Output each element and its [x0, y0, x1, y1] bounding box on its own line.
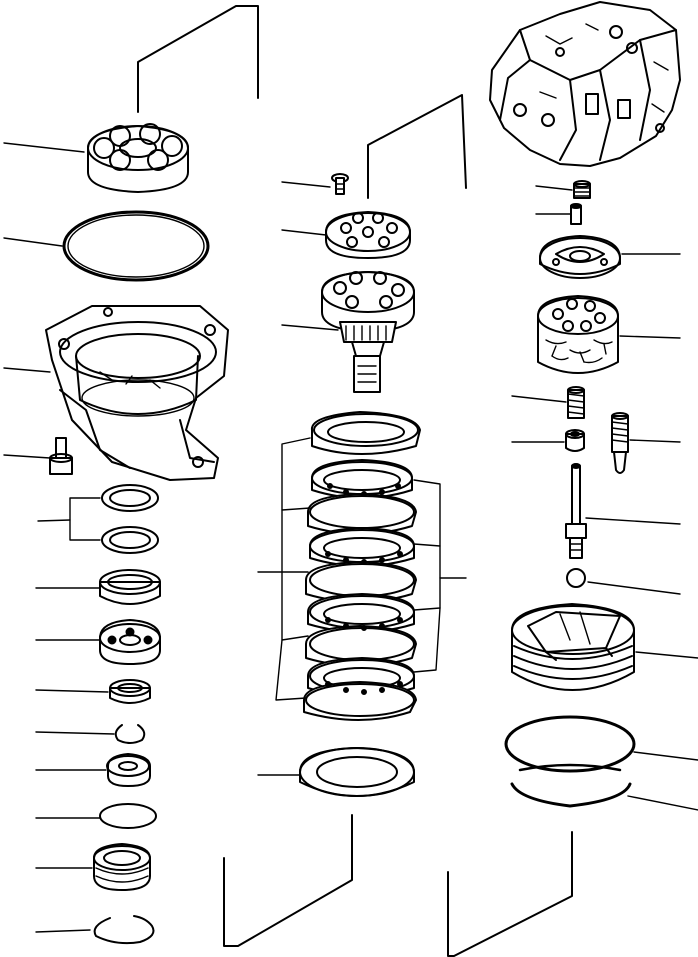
assembly-bracket-bottom-middle [223, 814, 353, 947]
leader-line [3, 454, 51, 459]
leader-line [3, 367, 51, 373]
leader-line [585, 517, 681, 525]
right-column [447, 1, 698, 957]
retainer-plate-part [325, 211, 411, 259]
spring-seat-part [565, 429, 585, 452]
cylinder-shaft-part [321, 271, 415, 393]
bolt-part [49, 437, 73, 475]
piston-part [611, 412, 629, 474]
disc-stack-part [257, 411, 467, 721]
snap-ring-large-part [93, 915, 155, 945]
o-ring-small-part [99, 803, 157, 829]
bearing-small-part [99, 619, 161, 665]
pin-part [570, 203, 582, 225]
spring-part [567, 386, 585, 419]
collar-part [109, 679, 151, 704]
leader-line [627, 795, 698, 811]
leader-line [535, 185, 573, 191]
bearing-part [87, 123, 189, 193]
leader-line [3, 237, 63, 247]
snap-ring-part [114, 724, 146, 744]
plunger-part [565, 463, 587, 559]
leader-line [35, 929, 91, 933]
backup-ring-part [510, 782, 632, 808]
leader-line [511, 395, 567, 403]
left-column [3, 5, 259, 945]
thrust-plate-part [299, 747, 415, 797]
leader-line [587, 581, 681, 595]
oil-seal-holder-part [93, 843, 151, 891]
leader-line [635, 651, 698, 659]
cylinder-block-part [537, 295, 619, 374]
ball-part [566, 568, 586, 588]
middle-column [223, 94, 467, 947]
spring-small-part [573, 180, 591, 199]
housing-part [45, 305, 229, 481]
leader-line [619, 335, 681, 339]
leader-line [281, 181, 331, 188]
leader-line [35, 731, 115, 735]
brake-piston-part [511, 603, 635, 691]
o-ring-large-part [504, 715, 636, 773]
shim-pair-part [37, 484, 159, 554]
leader-line [633, 751, 698, 761]
cylinder-head-part [489, 1, 681, 167]
assembly-bracket-bottom-right [447, 831, 573, 957]
leader-line [281, 229, 327, 236]
leader-line [35, 689, 109, 693]
assembly-bracket-top-left [137, 5, 259, 113]
valve-plate-part [539, 235, 621, 279]
assembly-bracket-top-middle [367, 94, 467, 199]
leader-line [3, 142, 85, 153]
o-ring-part [62, 210, 210, 282]
bearing-small-2-part [106, 753, 151, 787]
screw-part [331, 173, 349, 195]
leader-line [281, 324, 339, 331]
seal-ring-part [99, 569, 161, 605]
leader-line [629, 439, 681, 443]
